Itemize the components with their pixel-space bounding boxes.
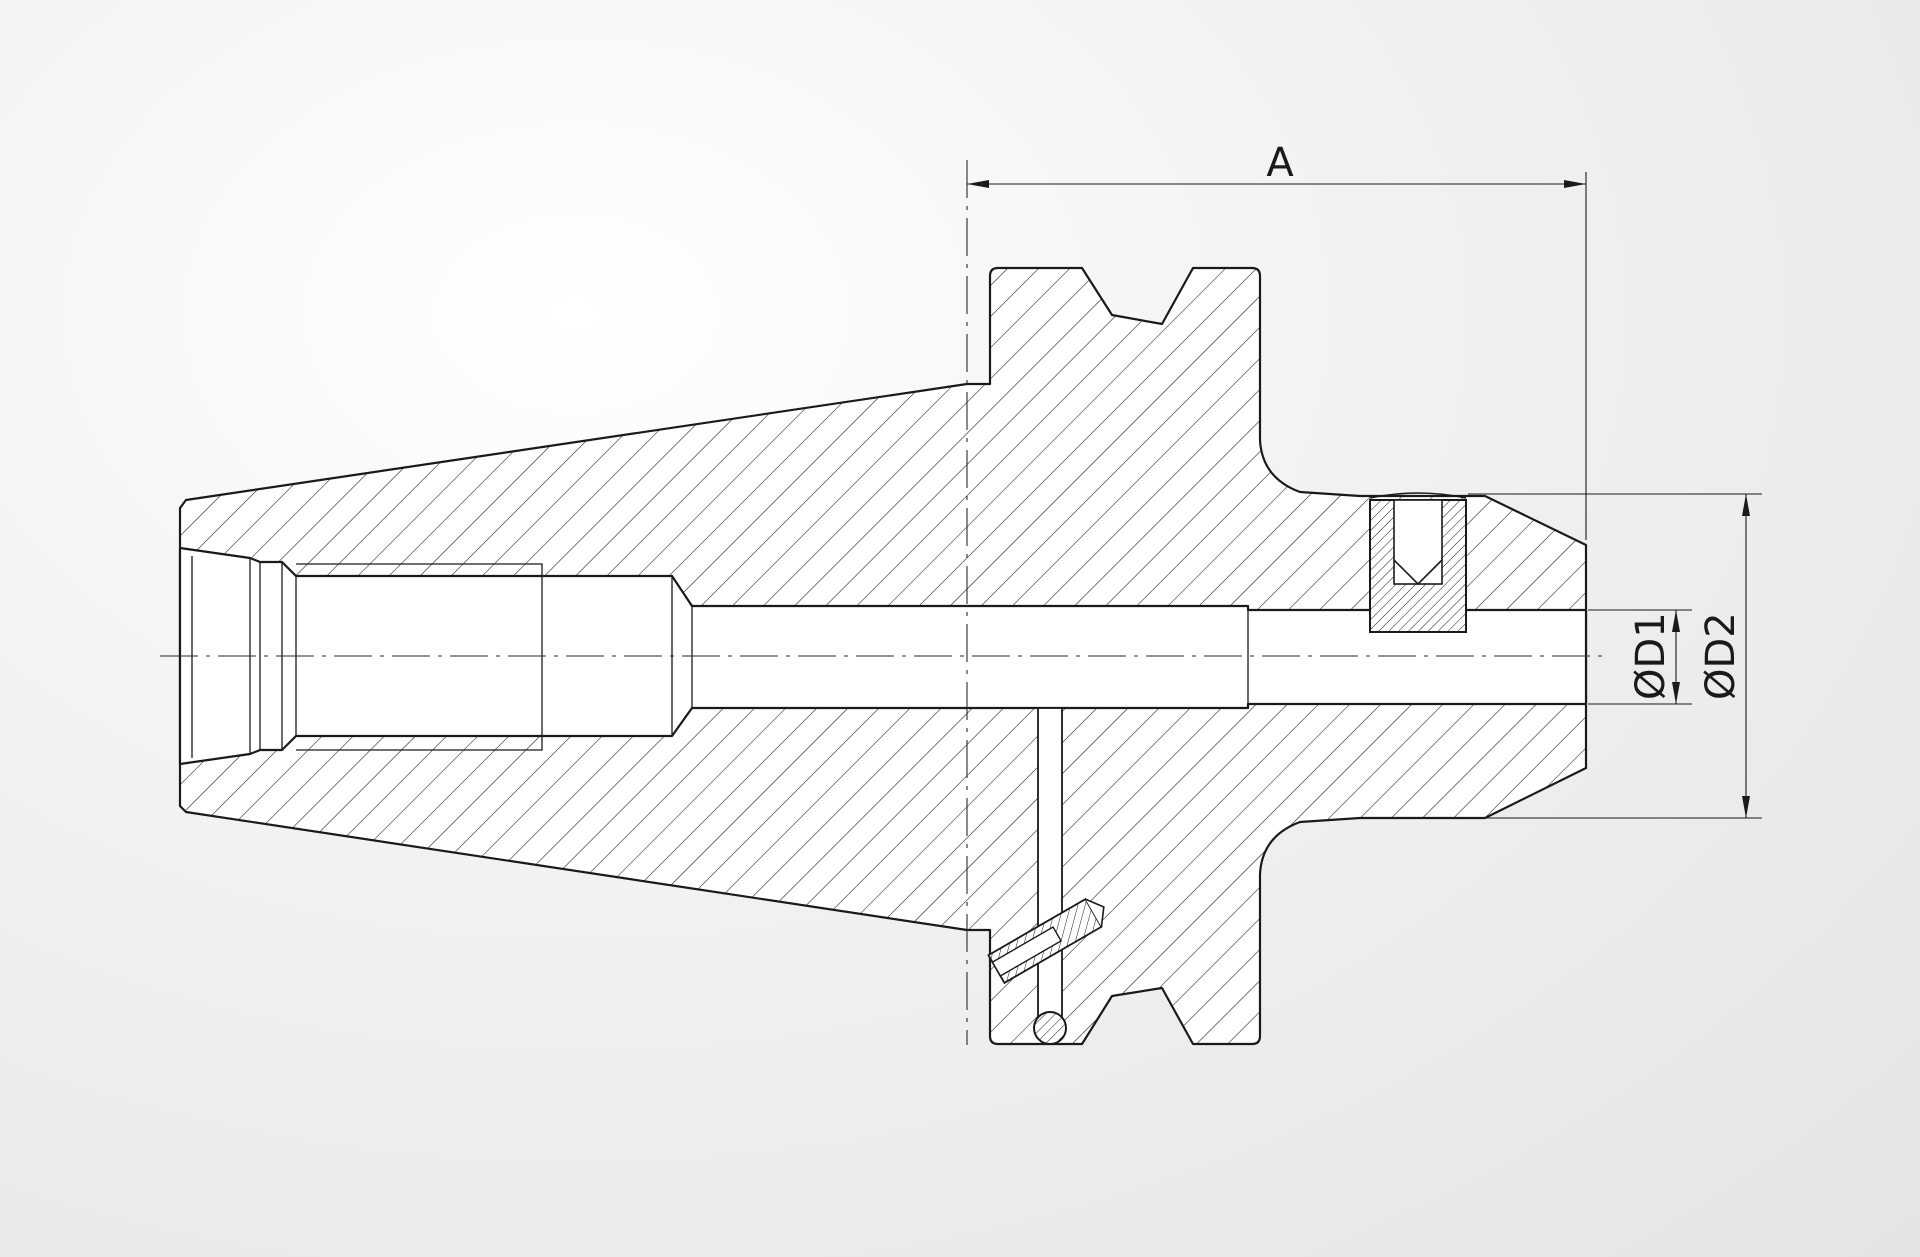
dimension-a-label: A bbox=[1266, 140, 1294, 186]
dimension-d1: ØD1 bbox=[1588, 609, 1692, 705]
dimension-d1-label: ØD1 bbox=[1628, 612, 1674, 700]
coolant-channel bbox=[1033, 707, 1067, 1045]
set-screw-bottom bbox=[987, 897, 1105, 985]
dimension-a: A bbox=[967, 140, 1587, 540]
hidden-thread-outline bbox=[296, 563, 543, 751]
set-screw-top bbox=[1369, 492, 1467, 633]
dimension-d2-label: ØD2 bbox=[1698, 612, 1744, 700]
dimension-d2: ØD2 bbox=[1468, 493, 1762, 819]
